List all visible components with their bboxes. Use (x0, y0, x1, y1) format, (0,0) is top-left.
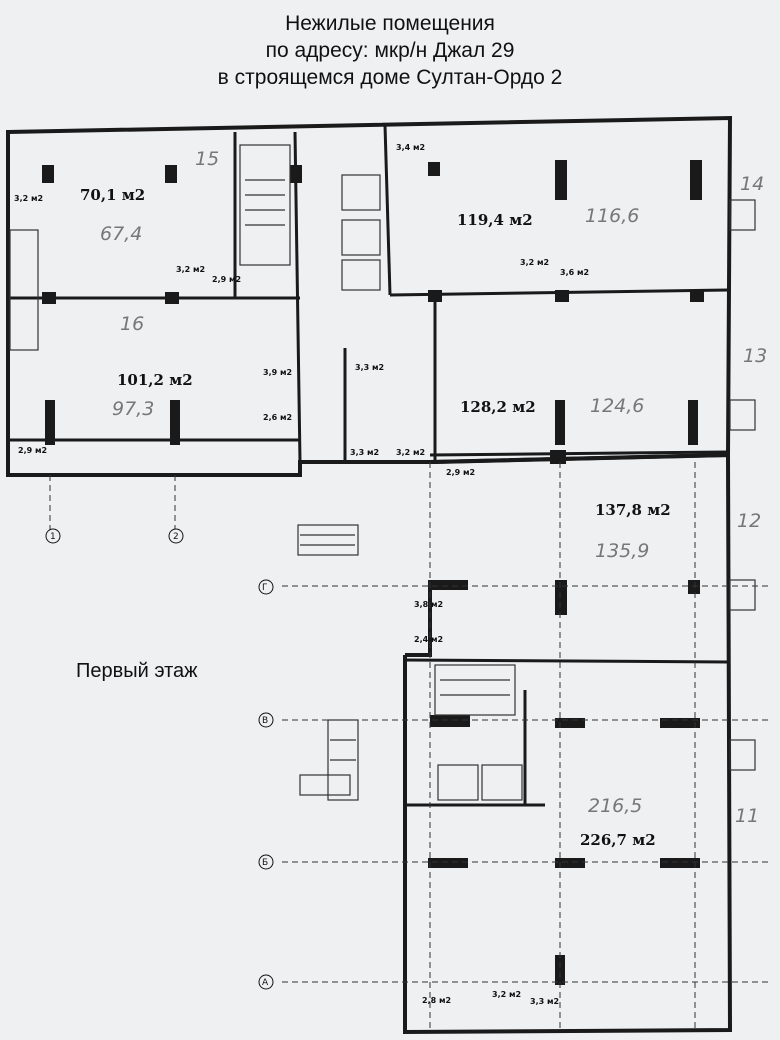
small-room-label: 3,2 м2 (396, 448, 425, 457)
axis-label-1: 1 (50, 532, 56, 542)
small-room-label: 3,2 м2 (14, 194, 43, 203)
small-room-label: 2,9 м2 (18, 446, 47, 455)
grid-lines (49, 462, 770, 1030)
small-room-label: 3,4 м2 (396, 143, 425, 152)
room-11-handwritten: 216,5 (588, 795, 642, 817)
room-15-handwritten: 67,4 (100, 223, 142, 245)
columns (42, 160, 704, 985)
small-room-label: 3,2 м2 (492, 990, 521, 999)
room-16-area: 101,2 м2 (117, 371, 193, 389)
room-13-number: 13 (743, 345, 767, 367)
floor-label: Первый этаж (76, 660, 198, 682)
axis-label-2: 2 (173, 532, 179, 542)
small-room-label: 2,9 м2 (212, 275, 241, 284)
small-room-label: 3,6 м2 (560, 268, 589, 277)
room-12-area: 137,8 м2 (595, 501, 671, 519)
axis-label-b: Б (262, 858, 268, 868)
room-14-handwritten: 116,6 (585, 205, 639, 227)
small-room-label: 3,9 м2 (263, 368, 292, 377)
axis-label-g: Г (262, 583, 268, 593)
room-14-number: 14 (740, 173, 764, 195)
title-line-3: в строящемся доме Султан-Ордо 2 (217, 66, 563, 89)
small-room-label: 3,8 м2 (414, 600, 443, 609)
room-14-area: 119,4 м2 (457, 211, 533, 229)
room-15-area: 70,1 м2 (80, 186, 145, 204)
room-16-number: 16 (120, 313, 144, 335)
axis-label-a: А (262, 978, 269, 988)
room-13-handwritten: 124,6 (590, 395, 644, 417)
title-line-1: Нежилые помещения (285, 12, 495, 35)
small-room-label: 3,3 м2 (350, 448, 379, 457)
room-11-number: 11 (735, 805, 759, 827)
small-room-label: 2,6 м2 (263, 413, 292, 422)
plan-title: Нежилые помещения по адресу: мкр/н Джал … (0, 10, 780, 91)
room-15-number: 15 (195, 148, 219, 170)
room-12-handwritten: 135,9 (595, 540, 649, 562)
small-room-label: 3,3 м2 (355, 363, 384, 372)
room-16-handwritten: 97,3 (112, 398, 154, 420)
small-room-label: 2,9 м2 (446, 468, 475, 477)
axis-markers (45, 528, 274, 990)
small-room-label: 2,8 м2 (422, 996, 451, 1005)
axis-label-v: В (262, 716, 268, 726)
small-room-label: 3,2 м2 (520, 258, 549, 267)
small-room-label: 2,4 м2 (414, 635, 443, 644)
stairs-elevators (9, 144, 756, 801)
small-room-label: 3,3 м2 (530, 997, 559, 1006)
title-line-2: по адресу: мкр/н Джал 29 (265, 39, 515, 62)
room-13-area: 128,2 м2 (460, 398, 536, 416)
small-room-label: 3,2 м2 (176, 265, 205, 274)
room-12-number: 12 (737, 510, 761, 532)
room-11-area: 226,7 м2 (580, 831, 656, 849)
